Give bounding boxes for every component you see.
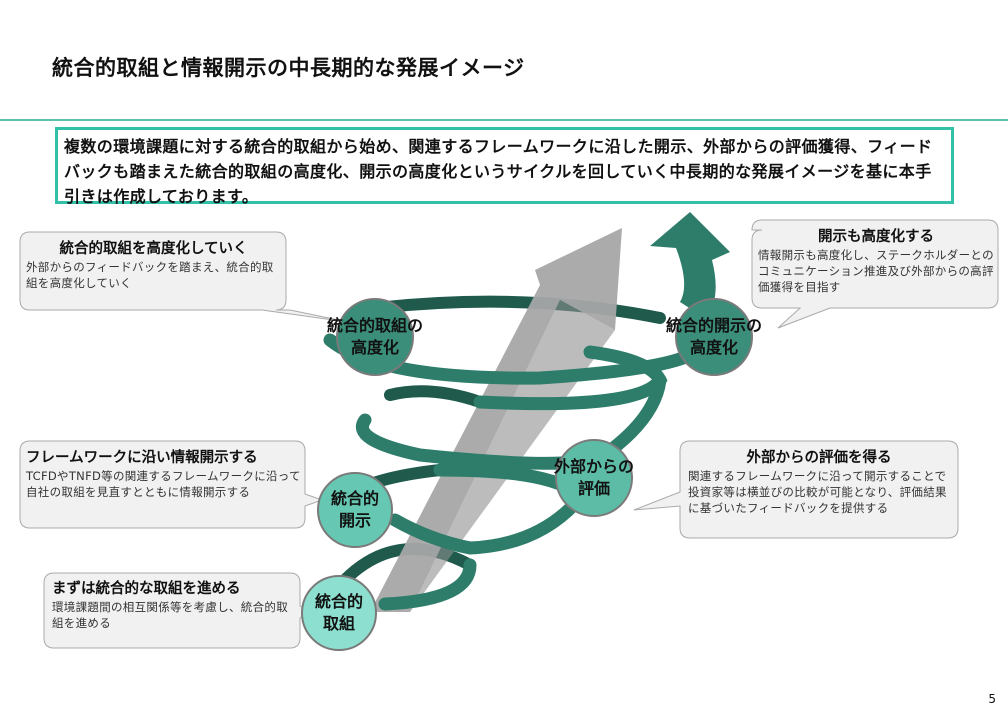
node-integrated: 統合的 取組 (314, 592, 363, 633)
callout-bubble-framework (19, 440, 324, 529)
callout-disclose-head: 開示も高度化する (818, 229, 934, 245)
growth-arrow (370, 228, 622, 612)
callout-advance: 統合的取組を高度化していく 外部からのフィードバックを踏まえ、統合的取組を高度化… (26, 240, 281, 291)
node-circle-advanced-integrated (336, 298, 414, 376)
callout-advance-body: 外部からのフィードバックを踏まえ、統合的取組を高度化していく (26, 260, 274, 290)
callout-start: まずは統合的な取組を進める 環境課題間の相互関係等を考慮し、統合的取組を進める (52, 580, 296, 631)
callout-bubble-advance (19, 231, 349, 323)
callout-framework-body: TCFDやTNFD等の関連するフレームワークに沿って自社の取組を見直すとともに情… (26, 469, 301, 499)
page-title: 統合的取組と情報開示の中長期的な発展イメージ (52, 56, 525, 80)
node-circle-integrated (301, 575, 377, 651)
callout-evaluate-head: 外部からの評価を得る (746, 450, 892, 466)
callout-bubble-disclose (751, 219, 999, 329)
intro-box: 複数の環境課題に対する統合的取組から始め、関連するフレームワークに沿した開示、外… (55, 127, 954, 206)
header-divider (0, 119, 1008, 121)
node-advanced-integrated: 統合的取組の 高度化 (326, 316, 423, 357)
callout-evaluate: 外部からの評価を得る 関連するフレームワークに沿って開示することで投資家等は横並… (688, 449, 950, 516)
callout-bubble-evaluate (633, 440, 959, 539)
node-evaluation: 外部からの 評価 (553, 457, 634, 498)
callout-start-body: 環境課題間の相互関係等を考慮し、統合的取組を進める (52, 600, 288, 630)
callout-evaluate-body: 関連するフレームワークに沿って開示することで投資家等は横並びの比較が可能となり、… (688, 469, 947, 515)
node-disclosure: 統合的 開示 (330, 489, 379, 530)
callout-advance-head: 統合的取組を高度化していく (59, 241, 248, 257)
callout-disclose: 開示も高度化する 情報開示も高度化し、ステークホルダーとのコミュニケーション推進… (758, 228, 994, 295)
node-circle-evaluation (555, 439, 633, 517)
node-circle-disclosure (317, 472, 393, 548)
callout-start-head: まずは統合的な取組を進める (52, 581, 241, 597)
callout-framework-head: フレームワークに沿い情報開示する (26, 450, 258, 466)
callout-disclose-body: 情報開示も高度化し、ステークホルダーとのコミュニケーション推進及び外部からの高評… (758, 248, 994, 294)
node-circle-advanced-disclosure (675, 298, 753, 376)
callout-framework: フレームワークに沿い情報開示する TCFDやTNFD等の関連するフレームワークに… (26, 449, 302, 500)
node-advanced-disclosure: 統合的開示の 高度化 (665, 316, 762, 357)
page-number: 5 (988, 692, 996, 706)
spiral-top-arrow (650, 212, 730, 318)
callout-bubble-start (43, 572, 311, 649)
